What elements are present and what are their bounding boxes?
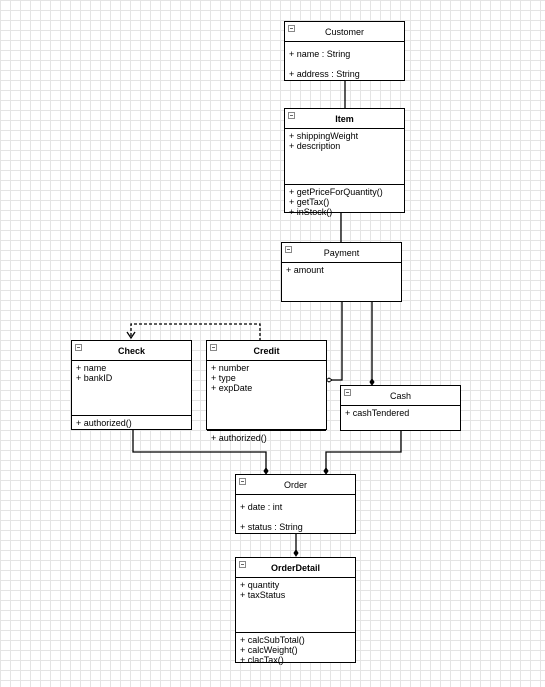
class-item[interactable]: Item+ shippingWeight+ description+ getPr… [284, 108, 405, 217]
collapse-icon[interactable] [288, 112, 295, 119]
collapse-icon[interactable] [239, 561, 246, 568]
class-payment-header: Payment [282, 243, 401, 263]
collapse-icon[interactable] [285, 246, 292, 253]
attribute-row[interactable]: + cashTendered [345, 408, 410, 418]
attribute-row[interactable]: + date : int [240, 502, 283, 512]
operations-section: + getPriceForQuantity()+ getTax()+ inSto… [285, 185, 404, 219]
operations-section: + authorized() [207, 431, 326, 445]
operation-row[interactable]: + authorized() [76, 418, 132, 428]
attribute-row[interactable]: + address : String [289, 69, 360, 79]
class-order-header: Order [236, 475, 355, 495]
class-credit-header: Credit [207, 341, 326, 361]
link-check-order [132, 430, 267, 472]
class-name: Check [117, 346, 145, 356]
attributes-section: + name+ bankID [72, 361, 191, 416]
class-name: Credit [253, 346, 280, 356]
operations-section: + calcSubTotal()+ calcWeight()+ clacTax(… [236, 633, 355, 667]
attribute-row[interactable]: + shippingWeight [289, 131, 359, 141]
attribute-row[interactable]: + name : String [289, 49, 351, 59]
attributes-section: + amount [282, 263, 401, 277]
class-payment[interactable]: Payment + amount [281, 242, 402, 302]
link-payment-credit [330, 302, 343, 381]
attributes-section: + cashTendered [341, 406, 460, 420]
class-name: Cash [389, 391, 411, 401]
attributes-section: + quantity+ taxStatus [236, 578, 355, 633]
collapse-icon[interactable] [239, 478, 246, 485]
operation-row[interactable]: + calcWeight() [240, 645, 298, 655]
class-item-header: Item [285, 109, 404, 129]
collapse-icon[interactable] [344, 389, 351, 396]
class-orderdetail[interactable]: OrderDetail+ quantity+ taxStatus+ calcSu… [235, 557, 356, 665]
attribute-row[interactable]: + type [211, 373, 236, 383]
class-cash-header: Cash [341, 386, 460, 406]
operation-row[interactable]: + calcSubTotal() [240, 635, 305, 645]
class-name: OrderDetail [270, 563, 321, 573]
diamond-orderdetail [293, 549, 299, 557]
operation-row[interactable]: + getTax() [289, 197, 330, 207]
attribute-row[interactable]: + expDate [211, 383, 253, 393]
class-name: Item [335, 114, 354, 124]
collapse-icon[interactable] [288, 25, 295, 32]
attribute-row[interactable]: + number [211, 363, 250, 373]
attribute-row[interactable]: + quantity [240, 580, 280, 590]
class-customer-header: Customer [285, 22, 404, 42]
attribute-row[interactable]: + bankID [76, 373, 113, 383]
class-name: Customer [324, 27, 364, 37]
operation-row[interactable]: + inStock() [289, 207, 333, 217]
class-order[interactable]: Order + date : int + status : String [235, 474, 356, 534]
diamond-credit [325, 377, 333, 383]
class-orderdetail-header: OrderDetail [236, 558, 355, 578]
attribute-row[interactable]: + taxStatus [240, 590, 286, 600]
attribute-row[interactable]: + status : String [240, 522, 303, 532]
attributes-section: + date : int + status : String [236, 495, 355, 539]
class-check[interactable]: Check + name+ bankID + authorized() [71, 340, 192, 430]
collapse-icon[interactable] [210, 344, 217, 351]
attribute-row[interactable]: + name [76, 363, 107, 373]
collapse-icon[interactable] [75, 344, 82, 351]
class-name: Order [283, 480, 307, 490]
attribute-row[interactable]: + amount [286, 265, 324, 275]
link-cash-order [325, 431, 402, 472]
class-credit[interactable]: Credit+ number+ type+ expDate+ authorize… [206, 340, 327, 443]
attributes-section: + name : String + address : String [285, 42, 404, 86]
operation-row[interactable]: + authorized() [211, 433, 267, 443]
class-check-header: Check [72, 341, 191, 361]
link-check-credit-arrowhead [126, 331, 136, 340]
class-customer[interactable]: Customer + name : String + address : Strin… [284, 21, 405, 81]
operation-row[interactable]: + getPriceForQuantity() [289, 187, 383, 197]
operations-section: + authorized() [72, 416, 191, 430]
class-name: Payment [323, 248, 360, 258]
link-check-credit-dashed [130, 323, 261, 340]
attribute-row[interactable]: + description [289, 141, 341, 151]
attributes-section: + shippingWeight+ description [285, 129, 404, 185]
attributes-section: + number+ type+ expDate [207, 361, 326, 431]
operation-row[interactable]: + clacTax() [240, 655, 284, 665]
class-cash[interactable]: Cash + cashTendered [340, 385, 461, 431]
